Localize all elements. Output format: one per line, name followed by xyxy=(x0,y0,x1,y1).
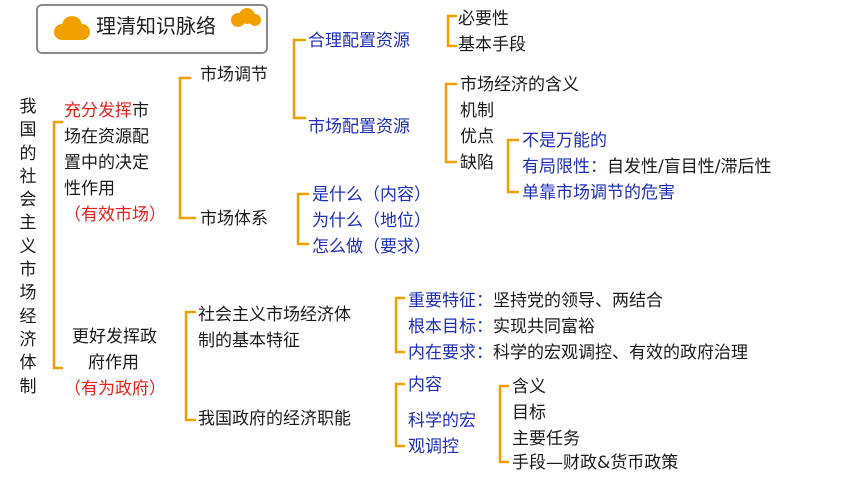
feature-item: 根本目标：实现共同富裕 xyxy=(408,316,595,338)
branch2-line2: 府作用 xyxy=(88,353,139,373)
system-bracket xyxy=(296,192,310,246)
defect-item: 不是万能的 xyxy=(522,131,607,151)
features-line2: 制的基本特征 xyxy=(198,331,300,351)
feature-value: 科学的宏观调控、有效的政府治理 xyxy=(493,343,748,363)
branch1-line1-rest: 市 xyxy=(132,101,149,121)
feature-item: 重要特征：坚持党的领导、两结合 xyxy=(408,290,663,312)
reasonable-allocation-label: 合理配置资源 xyxy=(308,31,410,51)
macro-line2: 观调控 xyxy=(408,437,459,457)
macro-line1: 科学的宏 xyxy=(408,411,476,431)
features-line1: 社会主义市场经济体 xyxy=(198,305,351,325)
regulation-bracket xyxy=(292,38,307,120)
cloud-icon xyxy=(231,8,261,27)
cloud-icon xyxy=(54,16,90,40)
feature-key: 内在要求： xyxy=(408,343,493,363)
branch2-tag: （有为政府） xyxy=(64,379,166,399)
allocation-bracket xyxy=(444,82,458,164)
branch1-line1: 充分发挥市 xyxy=(64,100,149,122)
allocation-item: 机制 xyxy=(460,101,494,121)
macro-item: 含义 xyxy=(512,377,546,397)
feature-value: 实现共同富裕 xyxy=(493,317,595,337)
allocation-item: 市场经济的含义 xyxy=(460,75,579,95)
feature-item: 内在要求：科学的宏观调控、有效的政府治理 xyxy=(408,342,748,364)
root-label: 我国的社会主义市场经济体制 xyxy=(19,97,37,397)
market-allocation-label: 市场配置资源 xyxy=(308,117,410,137)
reasonable-item: 基本手段 xyxy=(458,35,526,55)
system-item: 是什么（内容） xyxy=(312,185,431,205)
feature-key: 根本目标： xyxy=(408,317,493,337)
market-regulation-label: 市场调节 xyxy=(200,65,268,85)
macro-bracket xyxy=(498,384,510,464)
system-item: 怎么做（要求） xyxy=(312,237,431,257)
feature-key: 重要特征： xyxy=(408,291,493,311)
functions-label: 我国政府的经济职能 xyxy=(198,409,351,429)
system-item: 为什么（地位） xyxy=(312,211,431,231)
branch1-line4: 性作用 xyxy=(64,179,115,199)
branch1-tag: （有效市场） xyxy=(64,205,166,225)
defect-bracket xyxy=(506,138,520,194)
market-system-label: 市场体系 xyxy=(200,209,268,229)
defect-key: 有局限性： xyxy=(522,157,607,177)
defect-value: 自发性/盲目性/滞后性 xyxy=(607,157,772,177)
features-bracket xyxy=(394,296,406,354)
macro-item: 目标 xyxy=(512,403,546,423)
feature-value: 坚持党的领导、两结合 xyxy=(493,291,663,311)
branch1-bracket xyxy=(178,76,197,220)
allocation-item: 缺陷 xyxy=(460,153,494,173)
defect-item: 有局限性：自发性/盲目性/滞后性 xyxy=(522,156,771,178)
functions-bracket xyxy=(394,382,406,448)
macro-item: 手段—财政&货币政策 xyxy=(512,453,679,473)
branch1-line2: 场在资源配 xyxy=(64,127,149,147)
defect-item: 单靠市场调节的危害 xyxy=(522,183,675,203)
page-title: 理清知识脉络 xyxy=(96,14,216,38)
root-bracket xyxy=(52,120,64,370)
reasonable-bracket xyxy=(446,14,458,48)
allocation-item: 优点 xyxy=(460,127,494,147)
macro-item: 主要任务 xyxy=(512,429,580,449)
reasonable-item: 必要性 xyxy=(458,9,509,29)
functions-content: 内容 xyxy=(408,375,442,395)
branch1-line3: 置中的决定 xyxy=(64,153,149,173)
branch1-red-lead: 充分发挥 xyxy=(64,101,132,121)
branch2-bracket xyxy=(184,310,197,422)
branch2-line1: 更好发挥政 xyxy=(72,327,157,347)
